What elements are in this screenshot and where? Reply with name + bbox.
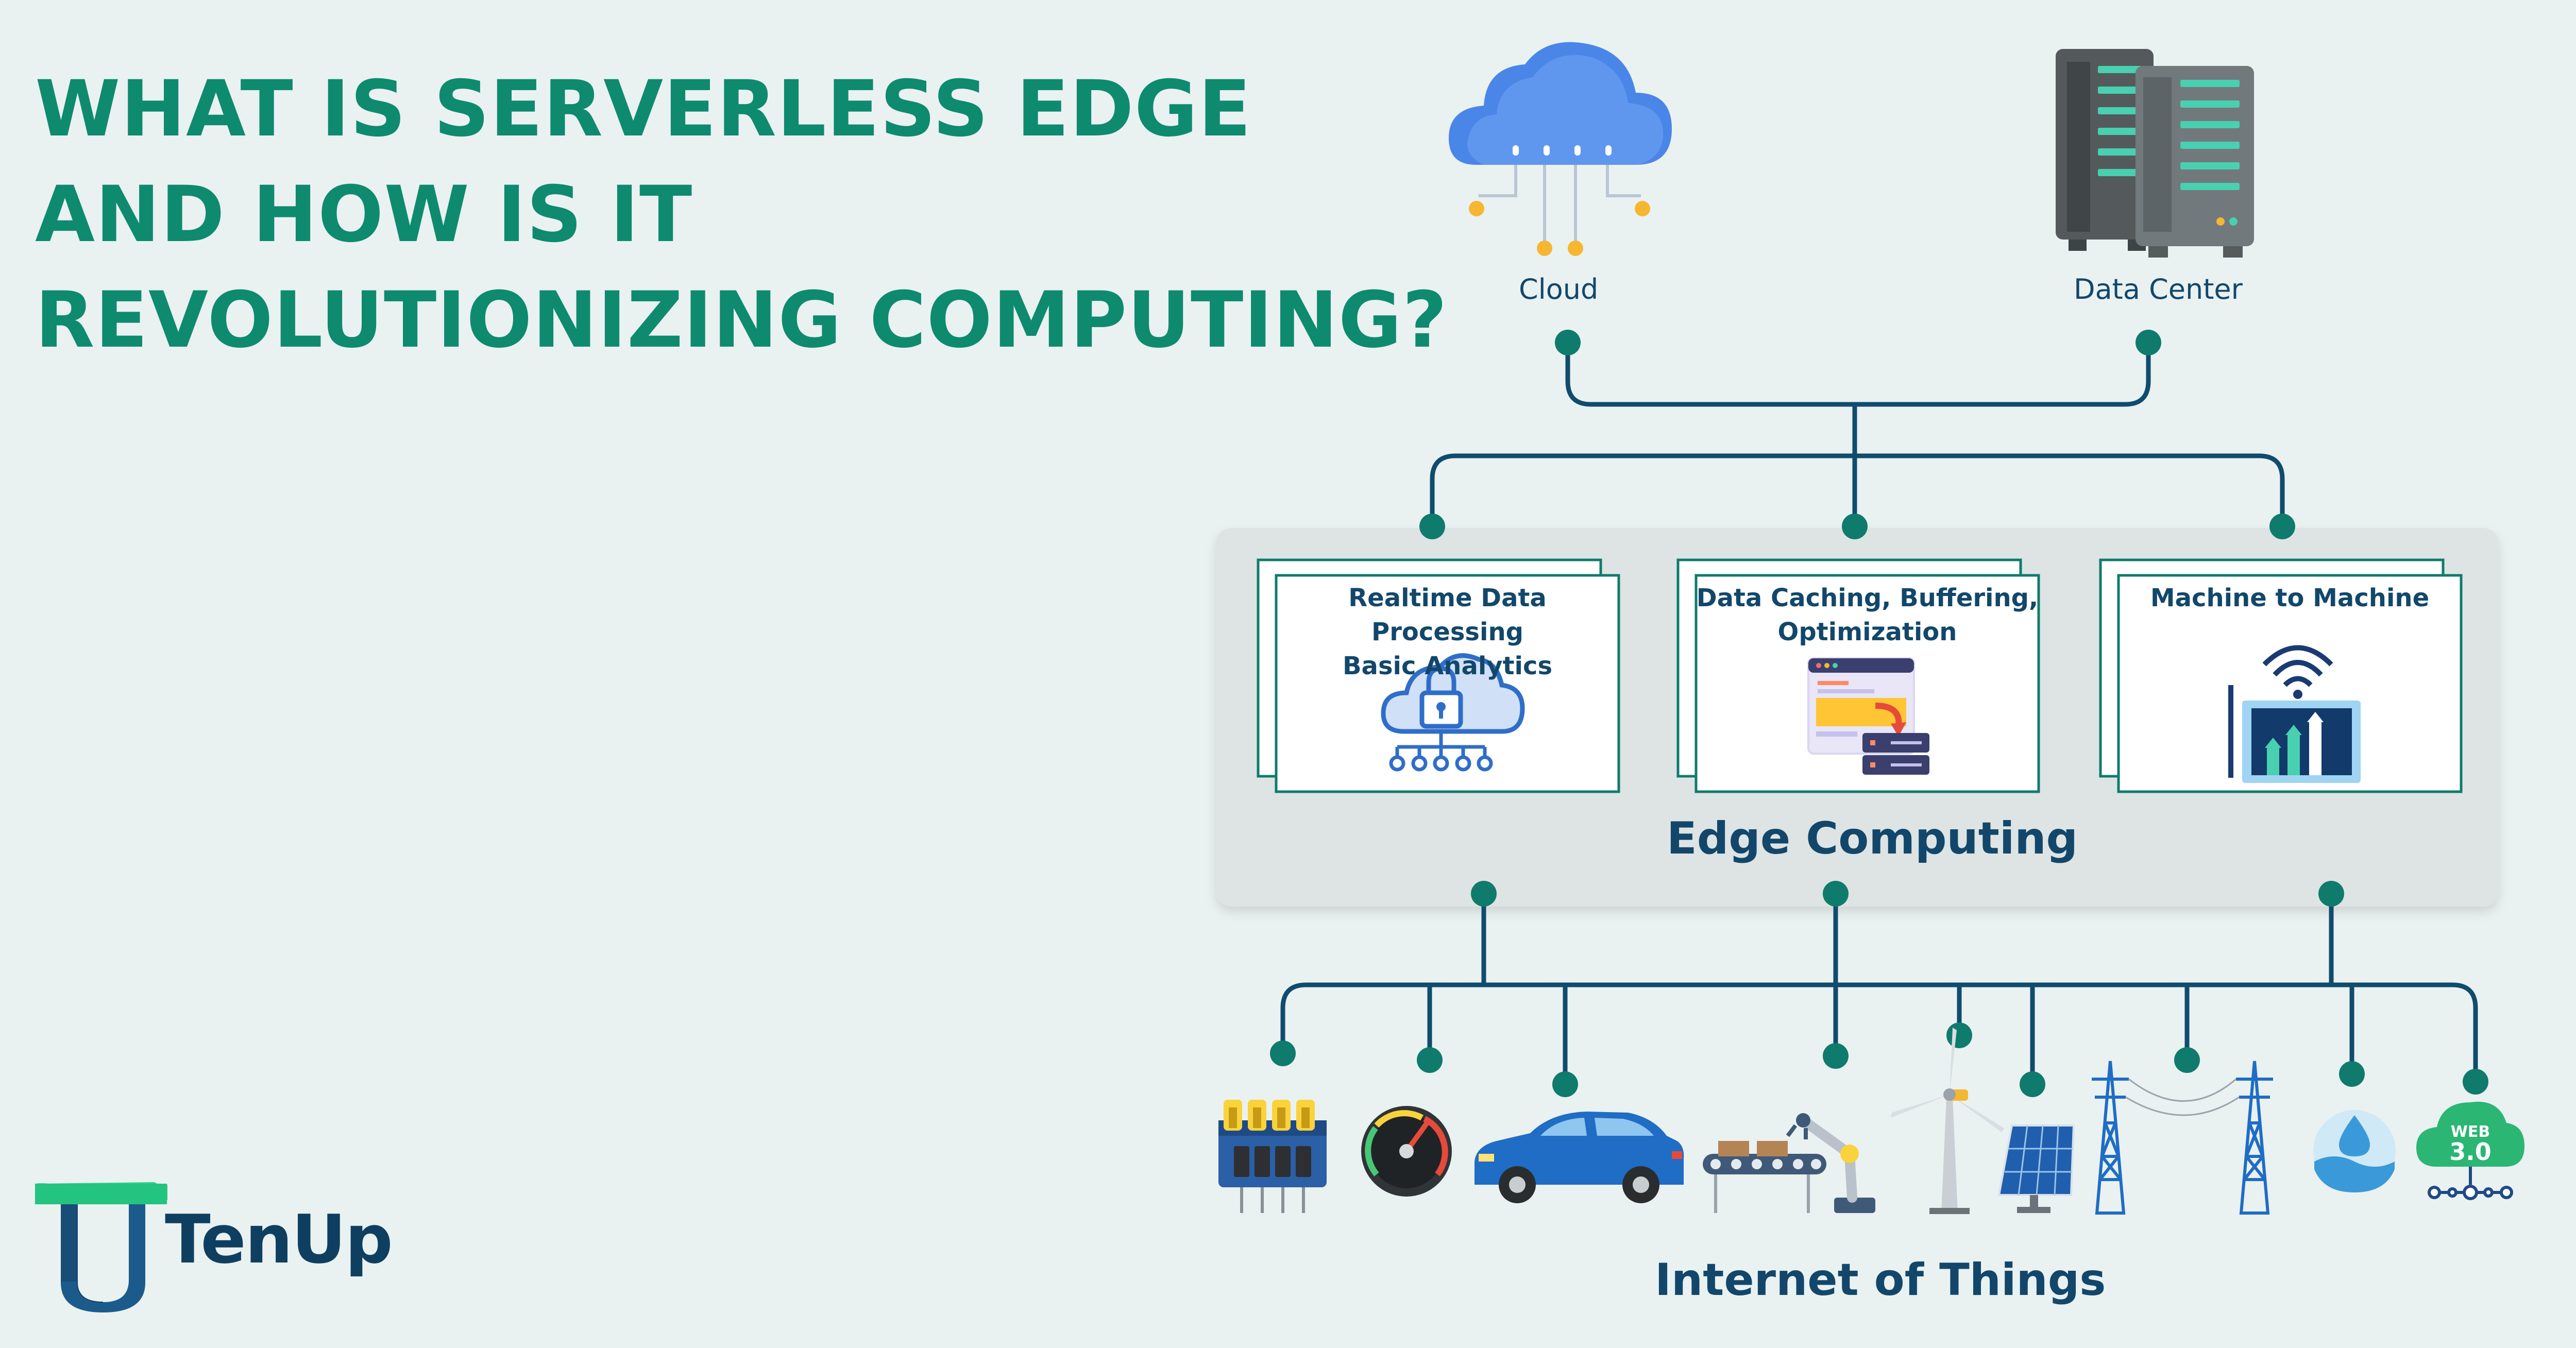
water-drop-icon — [2313, 1110, 2396, 1192]
card-2-line-2: Optimization — [1777, 618, 1957, 646]
iot-label: Internet of Things — [1655, 1254, 2106, 1306]
battery-pack-icon — [1218, 1100, 1327, 1213]
tenup-logo-icon — [35, 1182, 167, 1312]
speedometer-icon — [1361, 1106, 1452, 1197]
card-3 — [2099, 558, 2463, 793]
tenup-logo-text: TenUp — [165, 1200, 393, 1278]
solar-panel-icon — [1997, 1124, 2075, 1213]
browser-server-icon — [1807, 657, 1929, 775]
bottom-connectors — [1280, 894, 2478, 1084]
card-1-line-2: Basic Analytics — [1342, 652, 1553, 680]
card-3-line-1: Machine to Machine — [2150, 584, 2430, 612]
robot-arm-conveyor-icon — [1703, 1113, 1875, 1213]
power-pylons-icon — [2092, 1061, 2273, 1215]
card-2-text: Data Caching, Buffering, Optimization — [1696, 581, 2039, 649]
car-icon — [1475, 1112, 1684, 1203]
web3-bottom-text: 3.0 — [2449, 1138, 2492, 1166]
server-rack-icon — [2056, 49, 2254, 258]
cloud-label: Cloud — [1519, 273, 1599, 305]
top-connectors — [1430, 343, 2285, 525]
cloud-lock-network-icon — [1381, 653, 1525, 772]
title-line-3: REVOLUTIONIZING COMPUTING? — [35, 276, 1448, 365]
title-line-1: WHAT IS SERVERLESS EDGE — [35, 64, 1252, 154]
title-line-2: AND HOW IS IT — [35, 170, 693, 260]
card-2-line-1: Data Caching, Buffering, — [1696, 584, 2039, 612]
top-connector-dots — [1419, 330, 2295, 539]
card-3-text: Machine to Machine — [2119, 581, 2461, 615]
cloud-icon — [1449, 42, 1672, 256]
wind-turbine-icon — [1891, 1028, 2004, 1214]
wifi-chart-icon — [2228, 645, 2361, 783]
datacenter-label: Data Center — [2074, 273, 2243, 305]
card-1-text: Realtime Data Processing Basic Analytics — [1276, 581, 1619, 683]
page-title: WHAT IS SERVERLESS EDGE AND HOW IS IT RE… — [35, 57, 1448, 373]
web3-cloud-icon: WEB 3.0 — [2416, 1101, 2524, 1200]
edge-computing-label: Edge Computing — [1667, 813, 2078, 864]
bottom-connector-dots — [1270, 881, 2488, 1097]
web3-top-text: WEB — [2451, 1123, 2490, 1141]
card-1-line-1: Realtime Data Processing — [1348, 584, 1547, 646]
